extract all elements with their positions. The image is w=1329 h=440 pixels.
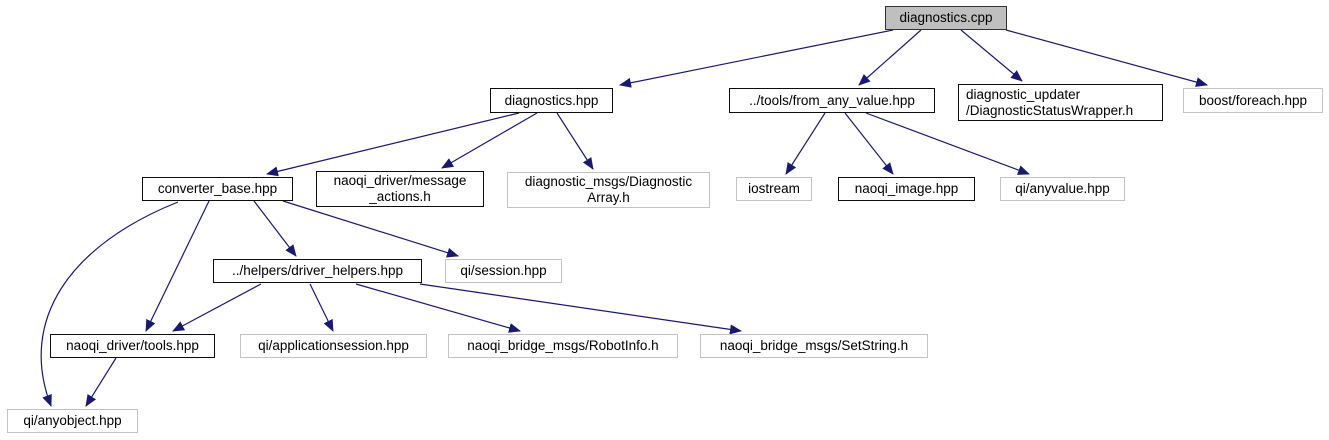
edge-converter-base-to-qi-anyobject [40,201,179,407]
node-driver-helpers[interactable]: ../helpers/driver_helpers.hpp [213,259,422,283]
node-qi-anyobject: qi/anyobject.hpp [7,409,138,433]
node-qi-anyvalue: qi/anyvalue.hpp [1000,177,1125,201]
node-converter-base[interactable]: converter_base.hpp [142,177,293,201]
edge-diagnostics-cpp-to-boost-foreach [1005,29,1208,87]
edge-naoqi-tools-to-qi-anyobject [85,357,117,407]
edge-diagnostics-hpp-to-diagnostic-array [556,112,594,170]
edge-from-any-value-to-qi-anyvalue [865,112,1030,175]
edge-driver-helpers-to-qi-applicationsession [309,283,334,332]
node-set-string: naoqi_bridge_msgs/SetString.h [700,334,928,358]
edge-converter-base-to-naoqi-tools [145,200,210,332]
node-diagnostic-array: diagnostic_msgs/Diagnostic Array.h [507,172,710,208]
node-naoqi-image[interactable]: naoqi_image.hpp [838,177,975,201]
edge-converter-base-to-driver-helpers [253,200,297,257]
node-message-actions[interactable]: naoqi_driver/message _actions.h [316,171,484,207]
node-robot-info: naoqi_bridge_msgs/RobotInfo.h [448,334,678,358]
edge-driver-helpers-to-naoqi-tools [172,283,262,332]
node-diagnostics-cpp: diagnostics.cpp [885,6,1007,30]
edge-diagnostics-cpp-to-diagnostic-updater [960,29,1023,82]
node-diagnostic-updater[interactable]: diagnostic_updater /DiagnosticStatusWrap… [958,84,1163,121]
edge-converter-base-to-qi-session [282,200,459,258]
node-from-any-value[interactable]: ../tools/from_any_value.hpp [729,88,935,113]
node-diagnostics-hpp[interactable]: diagnostics.hpp [490,88,613,113]
edge-driver-helpers-to-robot-info [355,283,521,333]
edge-driver-helpers-to-set-string [419,283,742,335]
edge-diagnostics-hpp-to-message-actions [441,112,538,169]
node-qi-session: qi/session.hpp [445,259,562,283]
node-naoqi-tools[interactable]: naoqi_driver/tools.hpp [50,334,215,358]
edge-from-any-value-to-naoqi-image [844,112,894,175]
edge-diagnostics-cpp-to-diagnostics-hpp [619,29,894,88]
edge-diagnostics-hpp-to-converter-base [266,112,520,177]
edge-from-any-value-to-iostream [785,112,826,175]
node-qi-applicationsession: qi/applicationsession.hpp [240,334,427,358]
edge-diagnostics-cpp-to-from-any-value [858,29,922,86]
node-iostream: iostream [736,177,812,201]
node-boost-foreach: boost/foreach.hpp [1183,88,1323,113]
